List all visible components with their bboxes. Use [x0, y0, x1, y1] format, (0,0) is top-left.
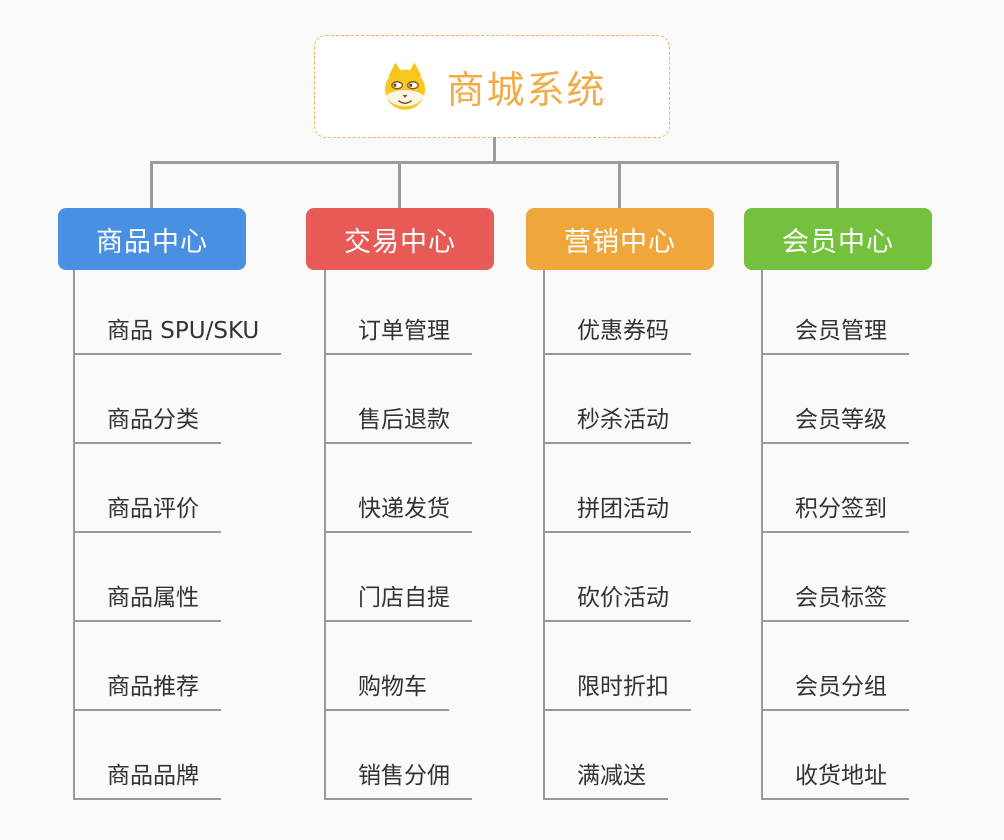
tree-node[interactable]: 商品评价: [73, 489, 221, 533]
branch-column-trade-center: 订单管理 售后退款 快递发货 门店自提 购物车 销售分佣: [324, 270, 564, 810]
tree-node[interactable]: 会员管理: [761, 311, 909, 355]
root-node[interactable]: 商城系统: [314, 35, 670, 138]
branch-header-label: 营销中心: [564, 226, 676, 258]
tree-node[interactable]: 拼团活动: [543, 489, 691, 533]
tree-node[interactable]: 限时折扣: [543, 667, 691, 711]
branch-line: [543, 270, 545, 800]
tree-node[interactable]: 优惠券码: [543, 311, 691, 355]
connector-drop-products: [150, 161, 153, 208]
branch-column-marketing-center: 优惠券码 秒杀活动 拼团活动 砍价活动 限时折扣 满减送: [543, 270, 783, 810]
connector-drop-marketing: [618, 161, 621, 208]
tree-node[interactable]: 商品品牌: [73, 756, 221, 800]
tree-node[interactable]: 商品属性: [73, 578, 221, 622]
branch-column-member-center: 会员管理 会员等级 积分签到 会员标签 会员分组 收货地址: [761, 270, 1001, 810]
branch-header-marketing-center[interactable]: 营销中心: [526, 208, 714, 270]
branch-header-label: 交易中心: [344, 226, 456, 258]
tree-node[interactable]: 收货地址: [761, 756, 909, 800]
branch-header-label: 商品中心: [96, 226, 208, 258]
tree-node[interactable]: 购物车: [324, 667, 449, 711]
branch-header-member-center[interactable]: 会员中心: [744, 208, 932, 270]
tree-node[interactable]: 售后退款: [324, 400, 472, 444]
branch-line: [324, 270, 326, 800]
tree-node[interactable]: 会员等级: [761, 400, 909, 444]
tree-node[interactable]: 订单管理: [324, 311, 472, 355]
tree-node[interactable]: 秒杀活动: [543, 400, 691, 444]
connector-drop-trade: [398, 161, 401, 208]
connector-bus: [150, 161, 839, 164]
branch-header-trade-center[interactable]: 交易中心: [306, 208, 494, 270]
shiba-dog-icon: [377, 59, 433, 115]
tree-node[interactable]: 商品 SPU/SKU: [73, 311, 282, 355]
tree-node[interactable]: 门店自提: [324, 578, 472, 622]
tree-node[interactable]: 销售分佣: [324, 756, 472, 800]
tree-node[interactable]: 会员分组: [761, 667, 909, 711]
connector-root-stem: [493, 137, 496, 164]
root-label: 商城系统: [446, 68, 607, 112]
branch-line: [761, 270, 763, 800]
branch-column-product-center: 商品 SPU/SKU 商品分类 商品评价 商品属性 商品推荐 商品品牌: [73, 270, 313, 810]
tree-node[interactable]: 快递发货: [324, 489, 472, 533]
branch-header-label: 会员中心: [782, 226, 894, 258]
tree-node[interactable]: 商品推荐: [73, 667, 221, 711]
branch-line: [73, 270, 75, 800]
tree-node[interactable]: 会员标签: [761, 578, 909, 622]
connector-drop-members: [836, 161, 839, 208]
branch-header-product-center[interactable]: 商品中心: [58, 208, 246, 270]
tree-node[interactable]: 砍价活动: [543, 578, 691, 622]
tree-node[interactable]: 满减送: [543, 756, 668, 800]
tree-node[interactable]: 商品分类: [73, 400, 221, 444]
tree-node[interactable]: 积分签到: [761, 489, 909, 533]
